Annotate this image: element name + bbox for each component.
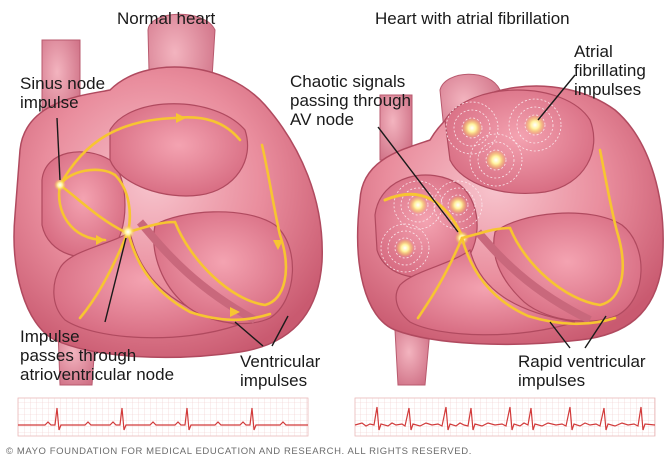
sinus-node-label: Sinus node impulse: [20, 74, 105, 112]
av-node: [121, 225, 135, 239]
right-left-atrium: [445, 90, 594, 193]
atrial-fibrillating-label: Atrial fibrillating impulses: [574, 42, 646, 99]
impulse-av-label: Impulse passes through atrioventricular …: [20, 327, 174, 384]
rapid-ventricular-label: Rapid ventricular impulses: [518, 352, 646, 390]
chaotic-signals-label: Chaotic signals passing through AV node: [290, 72, 411, 129]
left-ecg-strip: [18, 398, 308, 436]
normal-heart-title: Normal heart: [117, 9, 215, 29]
afib-heart-title: Heart with atrial fibrillation: [375, 9, 570, 29]
ventricular-impulses-label: Ventricular impulses: [240, 352, 320, 390]
sinus-node: [54, 179, 66, 191]
copyright-notice: © MAYO FOUNDATION FOR MEDICAL EDUCATION …: [6, 446, 472, 457]
right-ecg-strip: [355, 398, 655, 436]
